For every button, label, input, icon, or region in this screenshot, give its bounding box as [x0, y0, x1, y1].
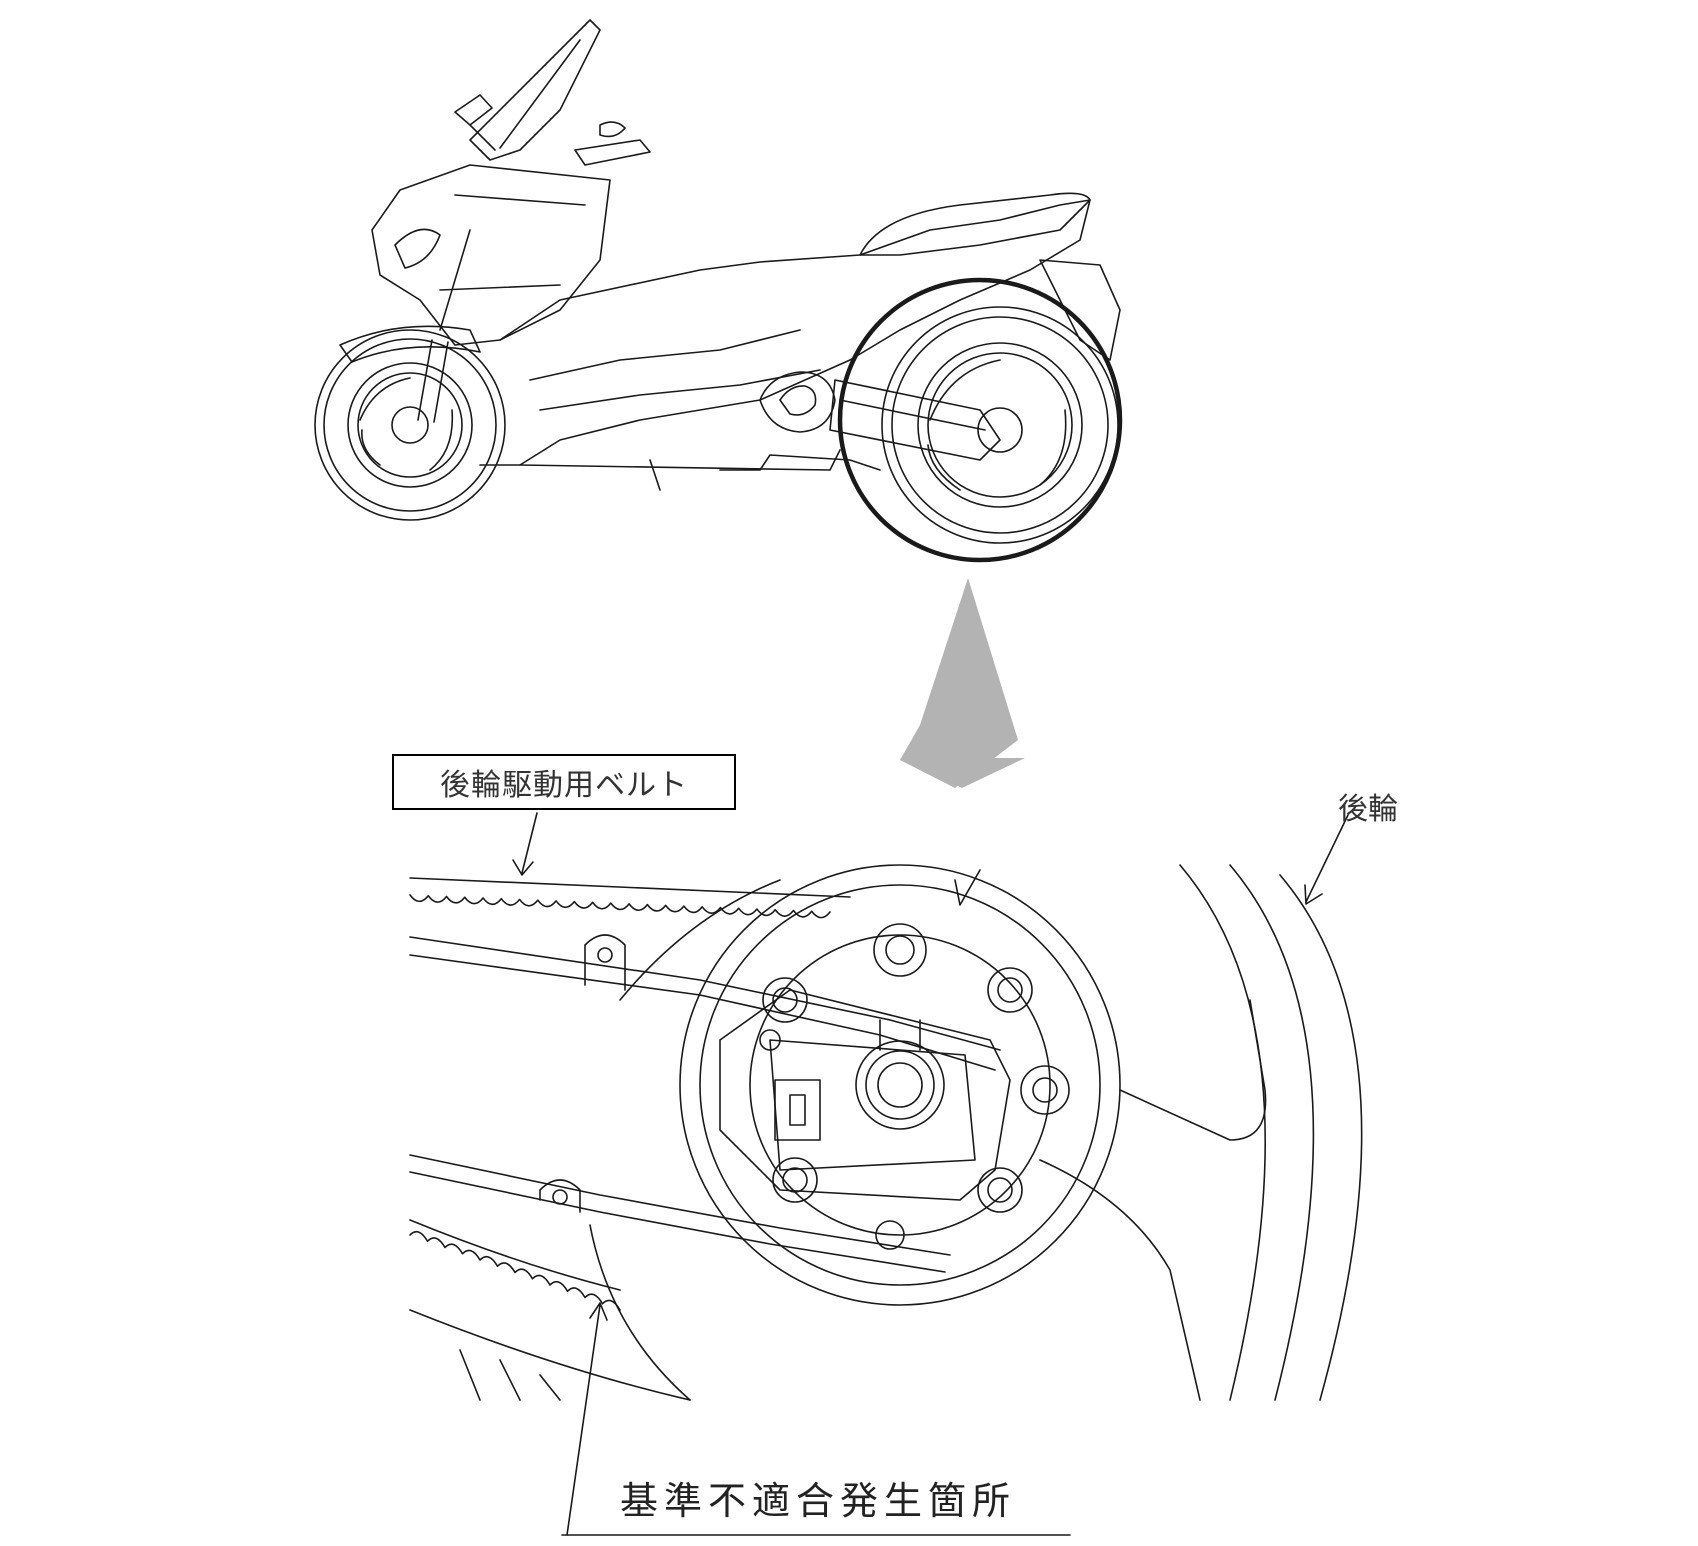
belt-callout-arrow	[512, 812, 538, 876]
rear-sprocket	[679, 864, 1121, 1306]
windscreen	[469, 19, 601, 161]
defect-callout-arrow	[566, 1302, 608, 1536]
stand	[649, 454, 881, 491]
wheel-callout-arrow	[1304, 814, 1349, 905]
body-panel	[479, 199, 1091, 466]
handlebar	[574, 121, 651, 166]
swingarm	[829, 379, 1001, 461]
upper-belt-teeth	[409, 894, 831, 919]
mount-tab-lower	[539, 1179, 581, 1213]
rear-wheel-arcs	[1039, 864, 1363, 1401]
seat	[859, 192, 1091, 256]
rear-wheel-label: 後輪	[1338, 792, 1398, 827]
defect-location-label: 基準不適合発生箇所	[620, 1479, 1017, 1523]
caliper-bracket	[719, 989, 1011, 1201]
rear-wheel	[881, 306, 1119, 544]
zoom-arrow	[900, 578, 1018, 788]
mount-tab-upper	[584, 934, 626, 991]
lower-belt-teeth	[409, 1230, 621, 1311]
belt-label: 後輪駆動用ベルト	[440, 768, 688, 803]
engine-casing	[759, 371, 836, 433]
front-fork	[417, 229, 471, 423]
lower-belt	[409, 1219, 621, 1291]
highlight-circle	[837, 277, 1123, 563]
scooter-side-view	[314, 19, 1123, 563]
mirror	[454, 94, 496, 151]
belt-label-box: 後輪駆動用ベルト	[392, 754, 736, 810]
front-wheel	[314, 329, 506, 521]
front-cowl	[371, 164, 611, 346]
front-fender	[339, 325, 481, 363]
sprocket-bolts	[759, 923, 1070, 1250]
rear-fender	[1039, 259, 1121, 361]
swingarm-lower	[409, 1154, 951, 1273]
detail-view	[409, 812, 1363, 1536]
upper-belt	[409, 877, 851, 898]
